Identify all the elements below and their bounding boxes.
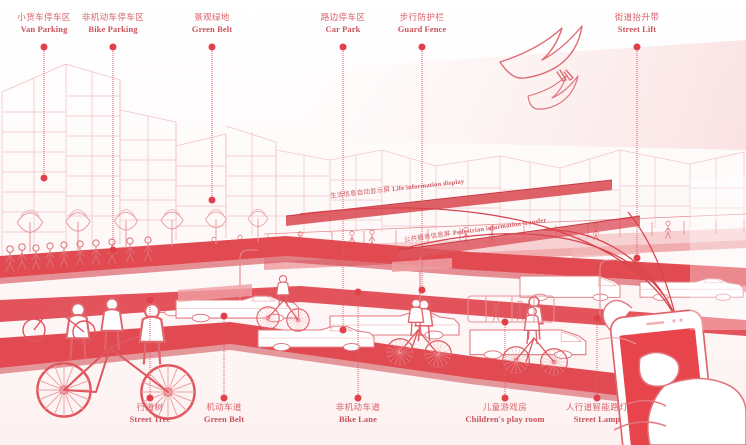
callout-street-lift-cn: 街道抬升带 (614, 13, 660, 23)
road-band-upper (0, 236, 746, 292)
callout-street-tree[interactable]: 行道树 Street Tree (129, 403, 171, 425)
callout-van-parking-cn: 小货车停车区 (17, 13, 71, 23)
callout-childrens-play-room-en: Children's play room (465, 413, 545, 424)
callout-van-parking[interactable]: 小货车停车区 Van Parking (17, 13, 71, 35)
callout-guard-fence-cn: 步行防护栏 (399, 13, 445, 23)
callout-street-tree-en: Street Tree (129, 413, 171, 424)
callout-van-parking-en: Van Parking (20, 23, 68, 34)
callout-childrens-play-room[interactable]: 儿童游戏房 Children's play room (465, 403, 545, 425)
shop-awnings (178, 244, 640, 302)
callout-bike-lane-cn: 非机动车道 (335, 403, 381, 413)
cyclist-midground (256, 274, 568, 376)
foreground-bicycle (36, 336, 196, 420)
childrens-play-area (467, 295, 555, 323)
callout-street-lamp-cn: 人行道智能路灯 (565, 403, 629, 413)
callout-green-belt-top-en: Green Belt (191, 23, 233, 34)
callout-green-belt-bottom-cn: 机动车道 (206, 403, 242, 413)
callout-street-tree-cn: 行道树 (136, 403, 164, 413)
callout-green-belt-top[interactable]: 景观绿地 Green Belt (191, 13, 233, 35)
callout-street-lamp-en: Street Lamp (573, 413, 621, 424)
callout-green-belt-top-cn: 景观绿地 (194, 13, 230, 23)
callout-street-lift[interactable]: 街道抬升带 Street Lift (614, 13, 660, 35)
info-screen-ribbons (285, 179, 641, 260)
data-flow-arcs (299, 207, 677, 319)
callout-street-lift-en: Street Lift (617, 23, 657, 34)
background-buildings-left (1, 63, 277, 262)
hand-holding-phone (597, 299, 746, 445)
callout-childrens-play-room-cn: 儿童游戏房 (482, 403, 528, 413)
callout-bike-parking-en: Bike Parking (88, 23, 138, 34)
callout-guard-fence[interactable]: 步行防护栏 Guard Fence (397, 13, 447, 35)
callout-green-belt-bottom[interactable]: 机动车道 Green Belt (203, 403, 245, 425)
callout-bike-lane[interactable]: 非机动车道 Bike Lane (335, 403, 381, 425)
callout-car-park-cn: 路边停车区 (320, 13, 366, 23)
scooter-left (22, 301, 96, 344)
callout-car-park-en: Car Park (325, 23, 361, 34)
seagull-small (527, 75, 579, 110)
callout-car-park[interactable]: 路边停车区 Car Park (320, 13, 366, 35)
callout-green-belt-bottom-en: Green Belt (203, 413, 245, 424)
callout-bike-parking[interactable]: 非机动车停车区 Bike Parking (81, 13, 145, 35)
callout-bike-parking-cn: 非机动车停车区 (81, 13, 145, 23)
callout-street-lamp[interactable]: 人行道智能路灯 Street Lamp (565, 403, 629, 425)
callout-guard-fence-en: Guard Fence (397, 23, 447, 34)
callout-bike-lane-en: Bike Lane (339, 413, 377, 424)
